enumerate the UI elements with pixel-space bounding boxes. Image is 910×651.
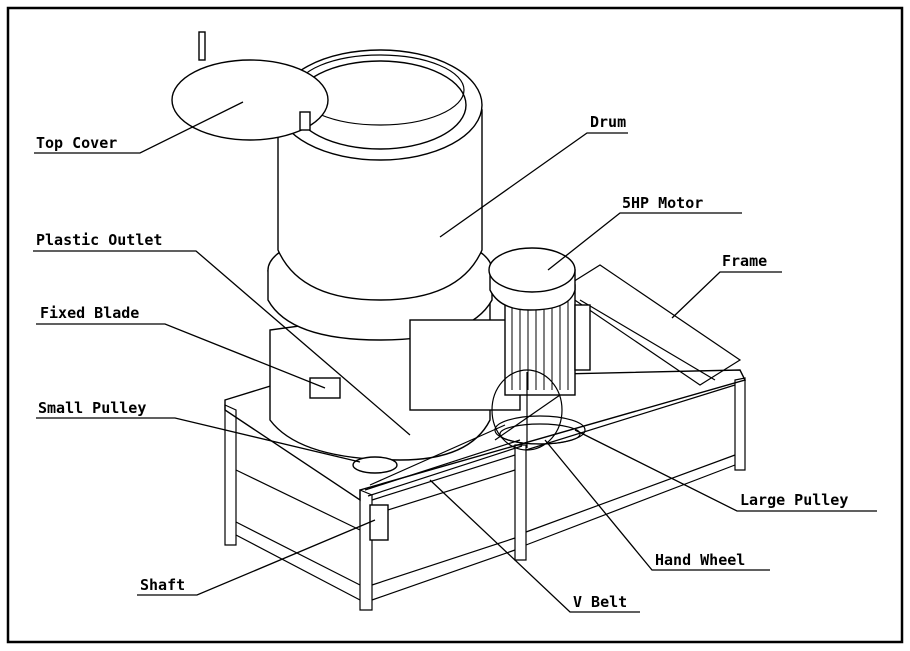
label-fixed-blade: Fixed Blade — [36, 304, 326, 389]
label-frame: Frame — [671, 252, 782, 319]
pulley-belt-drawing — [309, 377, 523, 541]
label-top-cover: Top Cover — [34, 101, 244, 154]
label-drum: Drum — [439, 113, 628, 238]
label-plastic-outlet: Plastic Outlet — [33, 231, 411, 436]
label-text: Frame — [722, 252, 767, 270]
label-text: Large Pulley — [740, 491, 848, 509]
label-text: 5HP Motor — [622, 194, 703, 212]
label-text: Hand Wheel — [655, 551, 745, 569]
top-cover-drawing — [171, 31, 329, 141]
label-text: V Belt — [573, 593, 627, 611]
label-shaft: Shaft — [137, 519, 376, 596]
label-5hp-motor: 5HP Motor — [547, 194, 742, 271]
label-text: Top Cover — [36, 134, 117, 152]
label-small-pulley: Small Pulley — [36, 399, 361, 463]
label-text: Plastic Outlet — [36, 231, 162, 249]
motor-drawing — [409, 247, 591, 411]
drum-drawing — [267, 49, 493, 461]
label-hand-wheel: Hand Wheel — [544, 439, 770, 571]
label-text: Drum — [590, 113, 626, 131]
label-text: Shaft — [140, 576, 185, 594]
label-text: Fixed Blade — [40, 304, 139, 322]
label-large-pulley: Large Pulley — [574, 429, 877, 512]
label-text: Small Pulley — [38, 399, 146, 417]
label-v-belt: V Belt — [429, 479, 640, 613]
diagram-border — [6, 6, 904, 644]
